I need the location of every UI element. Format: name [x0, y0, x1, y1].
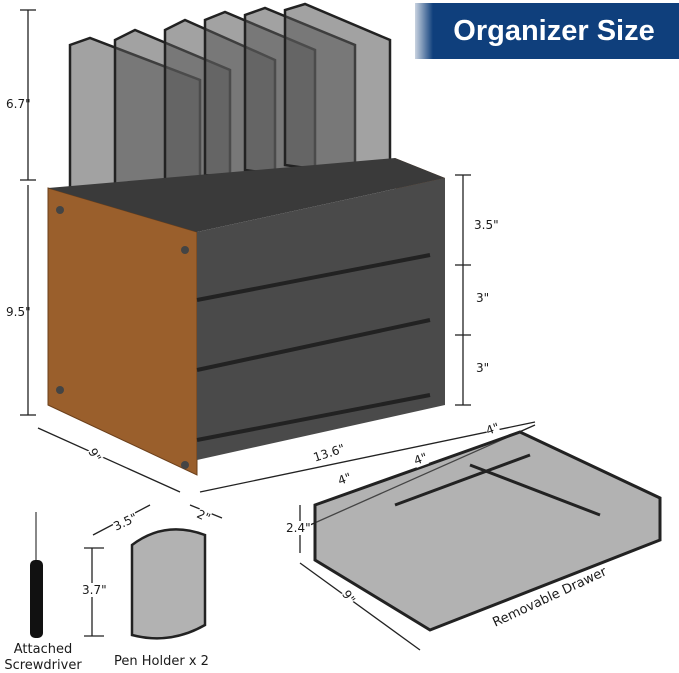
pen-holder	[130, 528, 207, 640]
dim-shelf-3: 3"	[476, 361, 490, 375]
pen-holder-caption: Pen Holder x 2	[114, 654, 209, 669]
dim-body-height: 9.5"	[6, 305, 31, 319]
dim-sorter-height: 6.7"	[6, 97, 31, 111]
screwdriver-caption: Attached Screwdriver	[0, 642, 86, 673]
caption-line-1: Attached	[13, 642, 73, 657]
banner-title: Organizer Size	[453, 14, 655, 47]
title-banner: Organizer Size	[415, 3, 679, 59]
wooden-frame	[47, 158, 445, 476]
dim-shelf-1: 3.5"	[474, 218, 499, 232]
caption-line-2: Screwdriver	[4, 658, 82, 673]
dim-shelf-2: 3"	[476, 291, 490, 305]
dim-drawer-height: 2.4"	[286, 521, 311, 535]
dim-pen-holder-height: 3.7"	[82, 583, 107, 597]
screwdriver-icon	[30, 512, 43, 638]
removable-drawer	[313, 430, 662, 632]
